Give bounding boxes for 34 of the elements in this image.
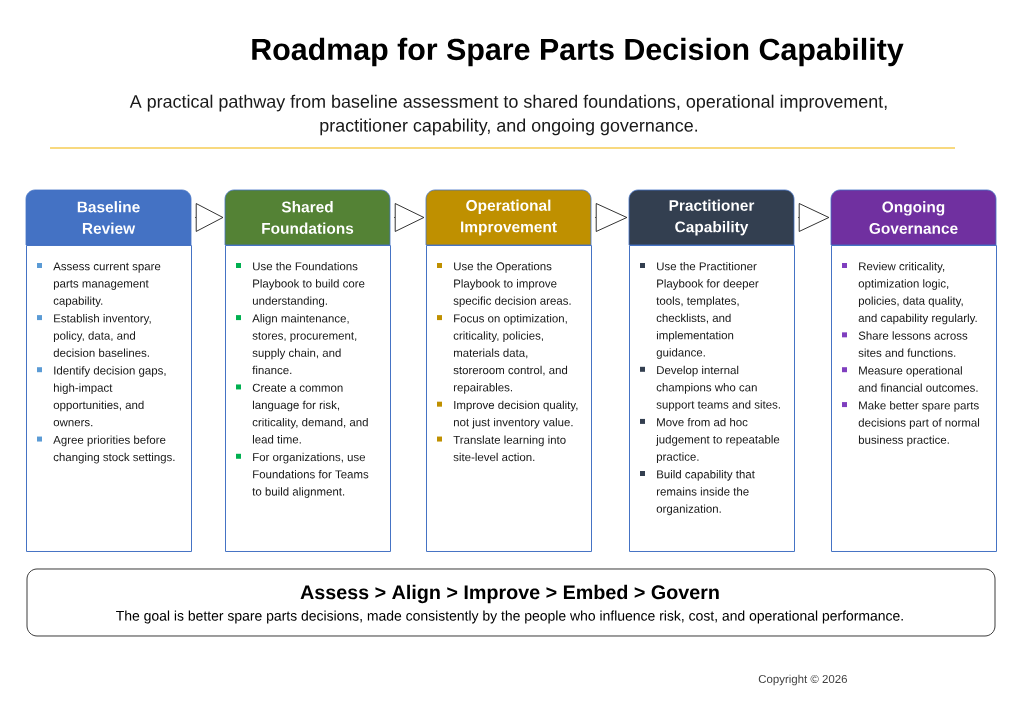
column-header: Practitioner Capability xyxy=(628,189,795,246)
list-item: Measure operational and financial outcomes. xyxy=(858,366,978,392)
column-header: Ongoing Governance xyxy=(830,189,997,246)
list-item: For organizations, use Foundations for Teams to build alignment. xyxy=(252,452,369,498)
arrow xyxy=(393,203,425,232)
column-header: Shared Foundations xyxy=(224,189,391,246)
list-item: Agree priorities before changing stock settings. xyxy=(53,435,175,464)
sequence-heading: Assess > Align > Improve > Embed > Govern xyxy=(300,584,719,604)
list-item: Assess current spare parts management capability. xyxy=(53,262,161,308)
list-item: Move from ad hoc judgement to repeatable practice. xyxy=(655,417,780,463)
arrow xyxy=(594,203,628,232)
list-item: Focus on optimization, criticality, policies, materials data, storeroom control, and repairables. xyxy=(453,314,568,394)
column-header: Operational Improvement xyxy=(425,189,592,246)
list-item: Use the Foundations Playbook to build core understanding. xyxy=(252,261,365,308)
list-item: Use the Practitioner Playbook for deeper tools, templates, checklists, and implementation guidance. xyxy=(656,261,759,359)
list-item: Review criticality, optimization logic, policies, data quality, and capability regularly. xyxy=(858,261,977,325)
list-item: Translate learning into site-level action. xyxy=(453,435,566,462)
list-item: Align maintenance, stores, procurement, supply chain, and finance. xyxy=(252,314,357,375)
copyright-notice: Copyright © 2026 xyxy=(758,674,847,686)
list-item: Build capability that remains inside the organization. xyxy=(656,470,755,516)
list-item: Identify decision gaps, high-impact opportunities, and owners. xyxy=(53,366,166,427)
list-item: Use the Operations Playbook to improve specific decision areas. xyxy=(453,261,571,308)
arrow xyxy=(194,203,224,232)
list-item: Improve decision quality, not just inventory value. xyxy=(453,400,578,429)
list-item: Create a common language for risk, criticality, demand, and lead time. xyxy=(252,383,368,444)
subtitle: A practical pathway from baseline assessment to shared foundations, operational improvement, practitioner capability, and ongoing governance. xyxy=(129,94,887,136)
arrow xyxy=(797,203,830,232)
list-item: Establish inventory, policy, data, and decision baselines. xyxy=(53,314,151,357)
title: Roadmap for Spare Parts Decision Capability xyxy=(252,37,904,67)
list-item: Share lessons across sites and functions. xyxy=(858,331,968,357)
column-header: Baseline Review xyxy=(25,189,192,246)
goal-statement: The goal is better spare parts decisions, made consistently by the people who influence risk, cost, and operational performance. xyxy=(116,610,903,624)
list-item: Make better spare parts decisions part of normal business practice. xyxy=(858,401,980,447)
list-item: Develop internal champions who can support teams and sites. xyxy=(656,365,780,411)
